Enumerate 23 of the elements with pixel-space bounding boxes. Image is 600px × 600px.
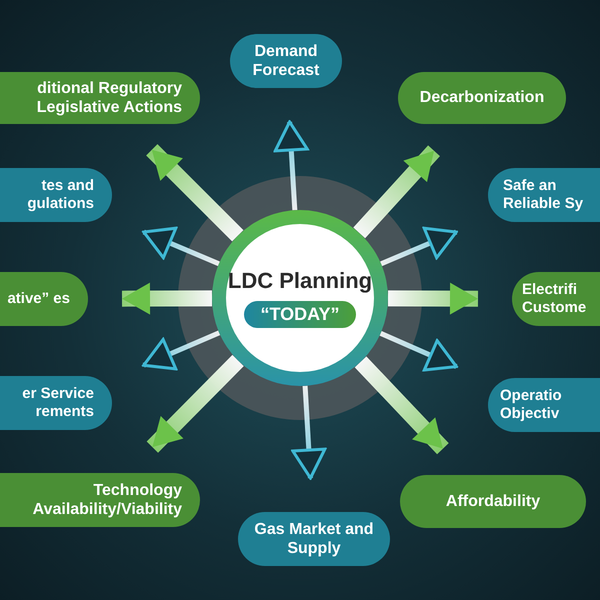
topic-label: Demand Forecast <box>252 42 320 80</box>
topic-label: Safe an Reliable Sy <box>503 177 584 213</box>
topic-pill <box>0 473 200 527</box>
topic-label: Gas Market and Supply <box>253 520 375 558</box>
topic-pill <box>398 72 566 124</box>
topic-pill <box>0 376 112 430</box>
topic-pill <box>0 72 200 124</box>
topic-label: ative” es <box>6 290 70 308</box>
topic-pill <box>230 34 342 88</box>
topic-label: Operatio Objectiv <box>500 387 563 423</box>
topic-label: ditional Regulatory Legislative Actions <box>36 78 182 118</box>
topic-pill <box>238 512 390 566</box>
topic-label: tes and gulations <box>26 177 94 213</box>
topic-pill <box>488 378 600 432</box>
topic-label: er Service rements <box>21 385 94 421</box>
center-title: LDC Planning <box>228 268 372 293</box>
topic-label: Electrifi Custome <box>522 281 588 317</box>
topic-label: Technology Availability/Viability <box>32 480 182 520</box>
topic-label: Decarbonization <box>420 88 544 108</box>
status-badge: “TODAY” <box>244 300 356 328</box>
topic-label: Affordability <box>446 492 540 512</box>
topic-pill <box>488 168 600 222</box>
topic-pill <box>0 168 112 222</box>
